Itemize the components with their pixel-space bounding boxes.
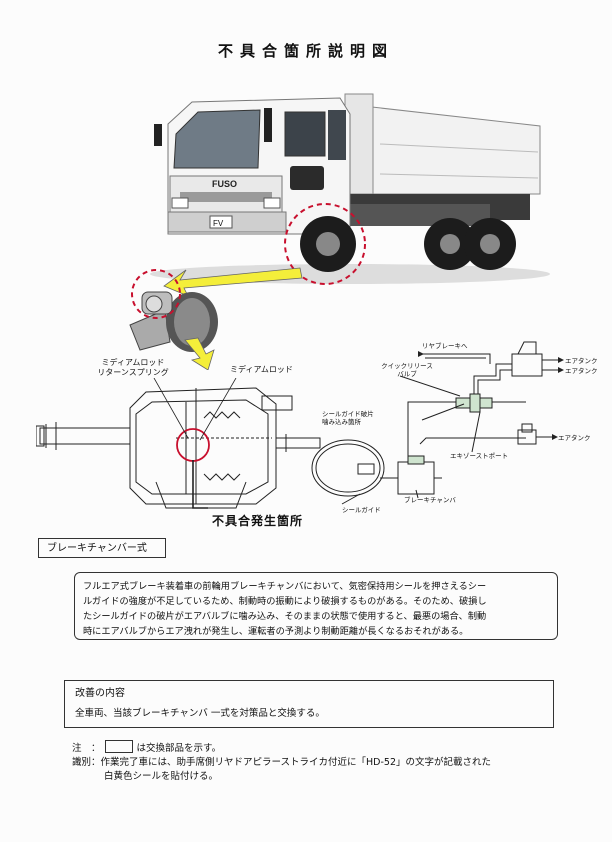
yellow-down-arrow-icon	[184, 337, 215, 370]
identification-line: 識別：作業完了車には、助手席側リヤドアピラーストライカ付近に「HD-52」の文字…	[72, 756, 491, 770]
label-brake-chamber: ブレーキチャンバ	[404, 496, 456, 504]
label-seal-guide: シールガイド	[342, 506, 381, 514]
page-title: 不具合箇所説明図	[217, 42, 394, 60]
front-wheel-highlight	[284, 203, 366, 285]
brake-chamber-cutaway-diagram	[36, 378, 321, 509]
description-line: 時にエアバルブからエア洩れが発生し、運転者の予測より制動距離が長くなるおそれがあ…	[83, 626, 469, 637]
note-line: 注 ： は交換部品を示す。	[72, 740, 221, 756]
brake-chamber-photo	[129, 267, 303, 370]
description-line: フルエア式ブレーキ装着車の前輪用ブレーキチャンバにおいて、気密保持用シールを押さ…	[83, 581, 487, 592]
description-line: たシールガイドの破片がエアバルブに噛み込み、そのままの状態で使用すると、最悪の場…	[83, 611, 487, 622]
improvement-box: 改善の内容 全車両、当該ブレーキチャンバ 一式を対策品と交換する。	[64, 680, 554, 728]
label-air-tank-2: エアタンク	[565, 367, 598, 375]
air-circuit-schematic	[311, 341, 564, 505]
note-text: は交換部品を示す。	[136, 743, 222, 754]
improvement-heading: 改善の内容	[75, 688, 125, 699]
label-quick-release-valve: クイックリリース バルブ	[381, 362, 433, 378]
description-line: ルガイドの強度が不足しているため、制動時の振動により破損するものがある。そのため…	[83, 596, 487, 607]
label-air-tank-1: エアタンク	[565, 357, 598, 365]
label-seal-guide-fragment: シールガイド破片 噛み込み箇所	[322, 410, 374, 426]
label-exhaust-port: エキゾーストポート	[450, 452, 509, 460]
identification-text-1: 作業完了車には、助手席側リヤドアピラーストライカ付近に「HD-52」の文字が記載…	[100, 757, 492, 768]
valve-highlight	[131, 269, 181, 319]
defect-callout: 不具合発生箇所	[212, 514, 304, 528]
replacement-part-swatch	[104, 740, 133, 753]
label-rear-brake: リヤブレーキへ	[422, 342, 468, 350]
truck-grille-text: FV	[213, 219, 224, 228]
label-air-tank-3: エアタンク	[558, 434, 591, 442]
section-type-label: ブレーキチャンバー式	[38, 538, 166, 558]
defect-location-circle	[176, 428, 210, 462]
identification-label: 識別：	[72, 757, 101, 768]
label-medium-rod: ミディアムロッド	[230, 365, 293, 374]
note-label: 注 ：	[72, 743, 101, 754]
truck-illustration: FUSO FV	[150, 93, 550, 285]
defect-callout-leader	[192, 460, 208, 509]
improvement-body: 全車両、当該ブレーキチャンバ 一式を対策品と交換する。	[75, 708, 325, 719]
yellow-arrow-icon	[163, 267, 303, 297]
label-medium-rod-return-spring: ミディアムロッド リターンスプリング	[97, 358, 169, 377]
identification-line-2: 白黄色シールを貼付ける。	[104, 771, 219, 782]
truck-badge: FUSO	[212, 179, 237, 189]
defect-description: フルエア式ブレーキ装着車の前輪用ブレーキチャンバにおいて、気密保持用シールを押さ…	[74, 572, 558, 640]
